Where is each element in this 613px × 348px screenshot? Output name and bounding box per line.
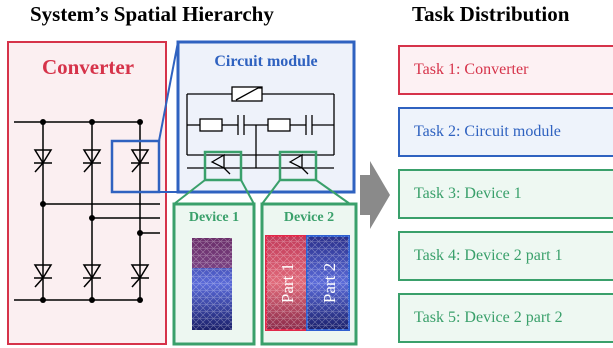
circuit-module-schematic	[186, 86, 335, 175]
task-label-3: Task 3: Device 1	[414, 185, 522, 202]
thyristor-upper-3	[130, 149, 150, 173]
circuit-highlight-box	[110, 139, 161, 194]
task-label-4: Task 4: Device 2 part 1	[414, 247, 563, 264]
circuit-module-box	[176, 40, 356, 194]
thyristor-lower-3	[130, 264, 150, 288]
task-card-5: Task 5: Device 2 part 2	[398, 293, 613, 343]
device2-part2-mesh	[306, 235, 350, 331]
converter-circuit	[14, 121, 160, 301]
part1-label: Part 1	[278, 263, 297, 303]
device2-part1-mesh	[265, 235, 308, 331]
converter-junction-dots	[40, 119, 143, 303]
task-card-2: Task 2: Circuit module	[398, 107, 613, 157]
converter-label: Converter	[42, 55, 134, 79]
task-label-5: Task 5: Device 2 part 2	[414, 309, 563, 326]
thyristor-upper-1	[33, 149, 53, 173]
device2-highlight-box	[278, 150, 318, 182]
task-label-2: Task 2: Circuit module	[414, 123, 561, 140]
hierarchy-title: System’s Spatial Hierarchy	[30, 2, 274, 26]
task-label-1: Task 1: Converter	[414, 61, 529, 78]
device1-mesh	[192, 238, 232, 330]
thyristor-upper-2	[82, 149, 102, 173]
task-card-3: Task 3: Device 1	[398, 169, 613, 219]
task-distribution-title: Task Distribution	[412, 2, 570, 26]
thyristor-lower-2	[82, 264, 102, 288]
device1-highlight-box	[203, 150, 243, 182]
circuit-module-label: Circuit module	[214, 53, 317, 70]
distribution-arrow	[360, 161, 390, 229]
thyristor-lower-1	[33, 264, 53, 288]
part2-label: Part 2	[320, 263, 339, 303]
task-card-1: Task 1: Converter	[398, 45, 613, 95]
device1-label: Device 1	[189, 210, 239, 225]
device2-label: Device 2	[284, 210, 334, 225]
task-card-4: Task 4: Device 2 part 1	[398, 231, 613, 281]
